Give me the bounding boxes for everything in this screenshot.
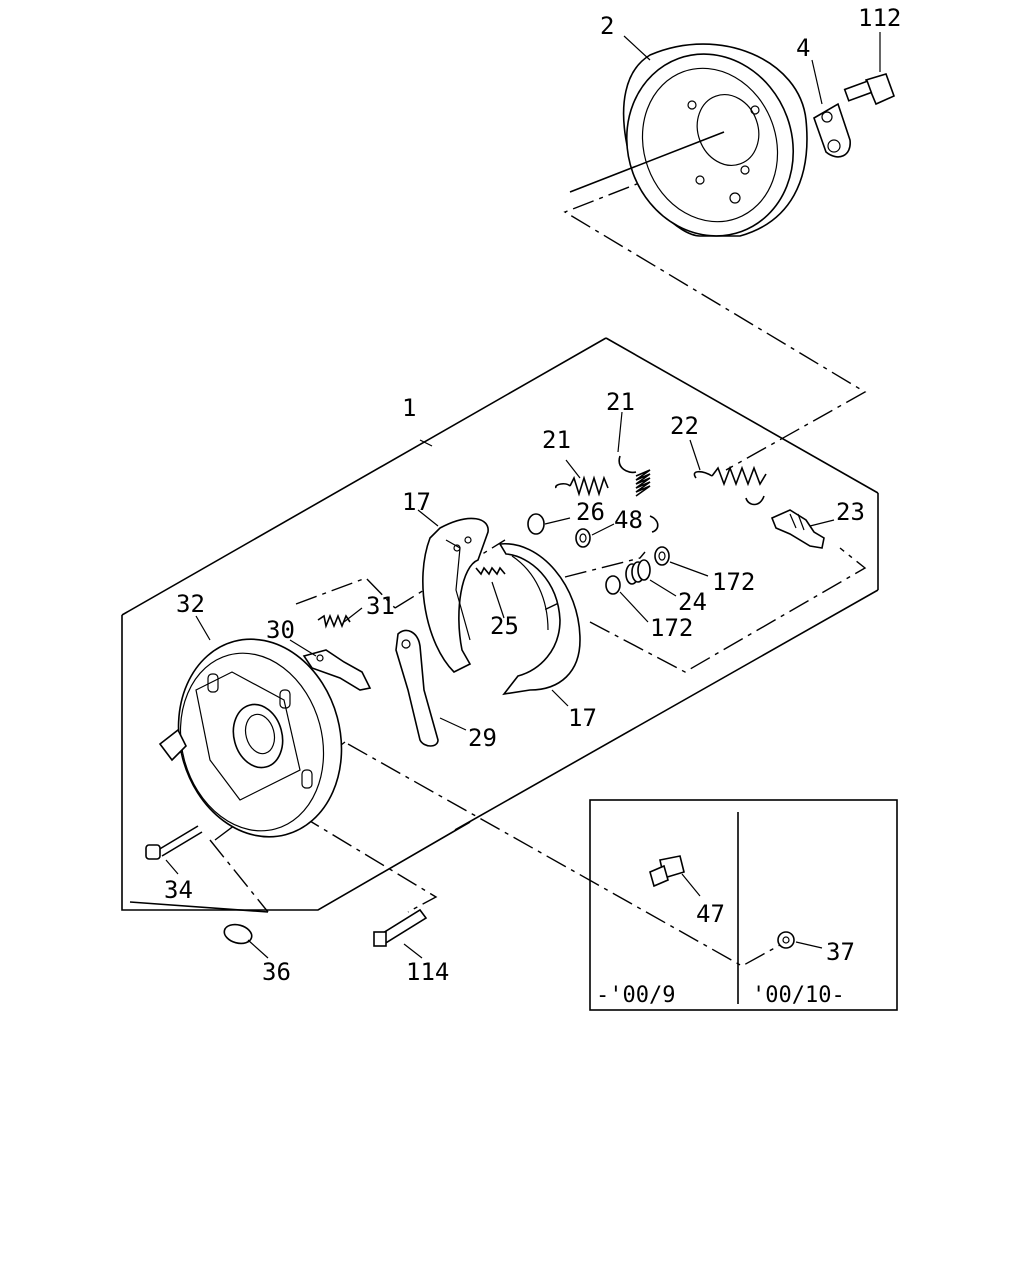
leader-lines (165, 35, 835, 959)
callout-17a: 17 (402, 488, 431, 516)
callout-114: 114 (406, 958, 449, 986)
assembly-bracket (121, 337, 879, 913)
bolt-part-112 (843, 32, 896, 106)
callout-26: 26 (576, 498, 605, 526)
inset-left-range: -'00/9 (596, 983, 675, 1008)
callout-22: 22 (670, 412, 699, 440)
callout-37: 37 (826, 938, 855, 966)
washer-part-172-b (605, 575, 621, 595)
inset-box (589, 799, 898, 1011)
callout-34: 34 (164, 876, 193, 904)
callout-4: 4 (796, 34, 810, 62)
lever-part-30 (302, 649, 372, 691)
brake-drum (569, 43, 808, 237)
washer-part-26 (527, 513, 545, 535)
spring-part-21-b (617, 411, 659, 533)
lever-part-29 (395, 629, 439, 747)
callout-1: 1 (402, 394, 416, 422)
spring-part-25 (475, 566, 506, 619)
callout-25: 25 (490, 612, 519, 640)
callout-29: 29 (468, 724, 497, 752)
plug-part-36 (223, 923, 253, 945)
callout-48: 48 (614, 506, 643, 534)
callout-labels: 2 112 4 1 21 21 22 17 26 48 23 172 24 17… (164, 4, 901, 1008)
nut-part-48 (575, 528, 591, 548)
brake-shoe-front (498, 543, 581, 696)
callout-23: 23 (836, 498, 865, 526)
callout-31: 31 (366, 592, 395, 620)
spring-part-21-a (555, 475, 609, 497)
assembly-axis-lines (209, 117, 867, 967)
brake-shoe-rear (422, 517, 489, 673)
plate-part-4 (813, 102, 851, 158)
callout-2: 2 (600, 12, 614, 40)
callout-47: 47 (696, 900, 725, 928)
inset-right-range: '00/10- (752, 983, 845, 1008)
callout-36: 36 (262, 958, 291, 986)
spring-part-31 (317, 613, 351, 629)
callout-172b: 172 (650, 614, 693, 642)
bolt-part-34 (145, 825, 203, 860)
spring-part-22 (693, 465, 767, 506)
adjuster-part-23 (770, 509, 825, 549)
callout-172a: 172 (712, 568, 755, 596)
callout-17b: 17 (568, 704, 597, 732)
bleeder-part-114 (373, 908, 428, 947)
callout-112: 112 (858, 4, 901, 32)
callout-21a: 21 (606, 388, 635, 416)
callout-30: 30 (266, 616, 295, 644)
callout-24: 24 (678, 588, 707, 616)
callout-21b: 21 (542, 426, 571, 454)
backing-plate (158, 638, 343, 838)
callout-32: 32 (176, 590, 205, 618)
spring-part-24 (625, 559, 651, 585)
washer-part-172-a (654, 546, 670, 566)
